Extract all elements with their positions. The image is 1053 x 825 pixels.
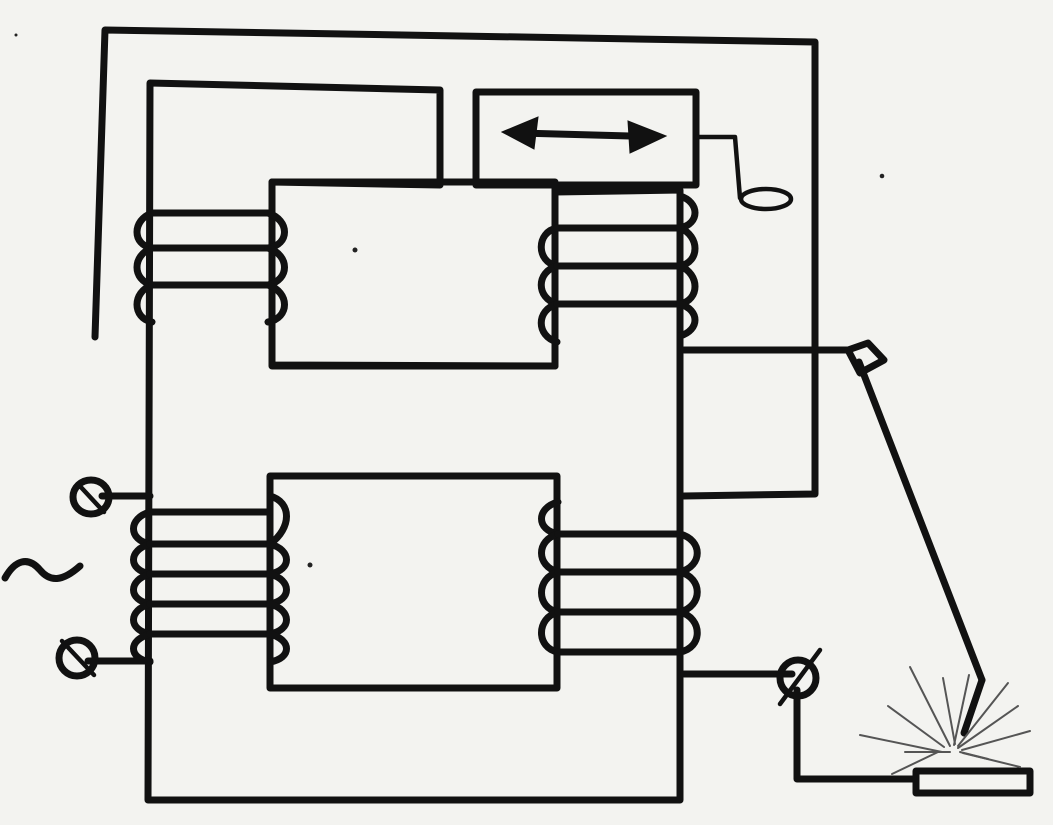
upper-output-terminal [844, 339, 888, 377]
core-outline [144, 79, 684, 804]
input-terminal-top-slash [75, 481, 107, 515]
speck-3 [879, 173, 885, 179]
regulator-box [472, 88, 700, 189]
input-terminal-bottom-slash [59, 638, 97, 678]
input-terminal-bottom [55, 636, 99, 680]
lower-output-terminal-slash [777, 647, 823, 707]
double-arrow-icon [500, 116, 668, 154]
small-terminal-oval [738, 186, 794, 212]
primary-coil [130, 492, 290, 666]
regulator-lead [694, 134, 743, 201]
upper-right-coil [537, 192, 699, 346]
upper-left-coil [133, 209, 288, 326]
upper-window [268, 178, 559, 370]
outer-feedback-wire [91, 26, 819, 500]
electrode-rod [855, 358, 986, 684]
ac-symbol-icon [1, 558, 84, 582]
secondary-coil [538, 498, 701, 656]
workpiece-ground-wire [793, 686, 920, 783]
speck-2 [307, 562, 313, 568]
electrode-tip [960, 676, 986, 737]
input-terminal-top [69, 476, 113, 518]
workpiece-bar [912, 767, 1034, 797]
speck-4 [14, 33, 18, 37]
spark-lines [859, 666, 1031, 775]
speck-1 [352, 247, 358, 253]
lower-window [266, 472, 561, 692]
